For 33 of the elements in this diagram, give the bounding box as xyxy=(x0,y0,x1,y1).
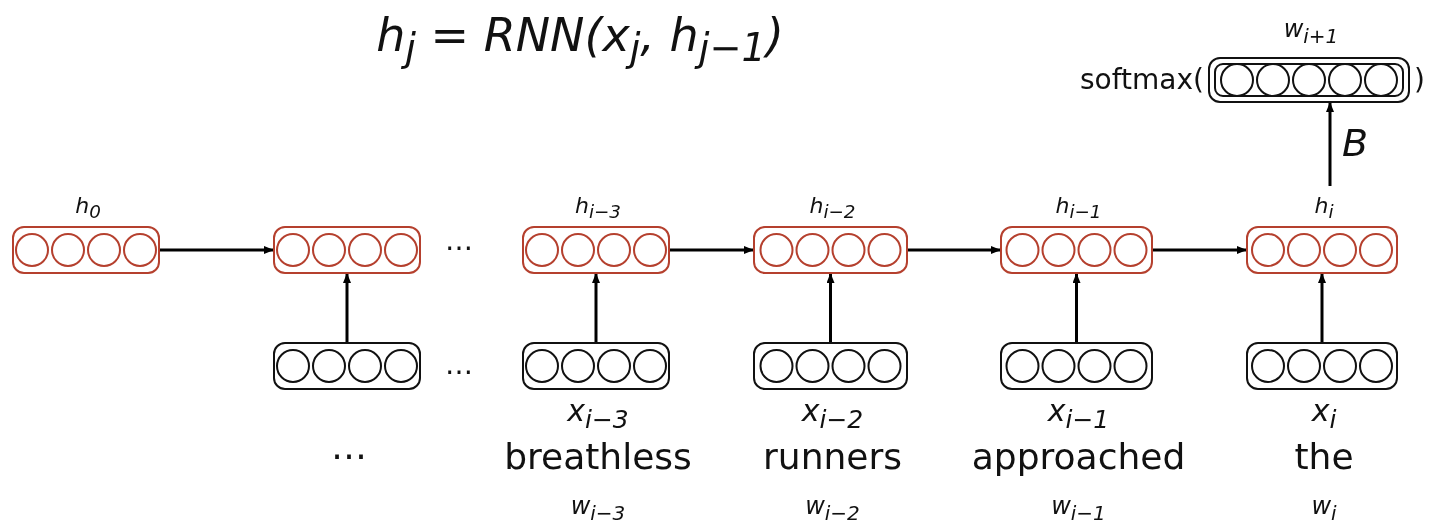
arrow xyxy=(1072,273,1081,342)
ellipsis-label: … xyxy=(445,224,473,258)
closing-parenthesis: ) xyxy=(1414,62,1425,98)
arrow xyxy=(670,246,754,254)
input-label: x$_{i}$ xyxy=(1310,394,1338,436)
hidden-state-label: h$_{i−1}$ xyxy=(1054,192,1103,225)
arrow xyxy=(1326,102,1334,186)
hidden-state-label: h$_{0}$ xyxy=(74,192,102,225)
word-label: … xyxy=(330,426,368,468)
hidden-state-label: h$_{i−3}$ xyxy=(573,192,623,225)
formula-title: h$_{j}$ = RNN(x$_{j}$, h$_{j−1}$) xyxy=(375,8,785,71)
hidden-state-label: h$_{i}$ xyxy=(1313,192,1335,225)
word-label: approached xyxy=(970,436,1187,478)
ellipsis-label: … xyxy=(445,348,473,382)
hidden-state-label: h$_{i−2}$ xyxy=(808,192,857,225)
word-label: breathless xyxy=(503,436,693,478)
arrow xyxy=(160,246,274,254)
arrow xyxy=(1153,246,1247,254)
arrow xyxy=(908,246,1001,254)
input-label: x$_{i−2}$ xyxy=(800,394,865,436)
arrow xyxy=(592,273,600,342)
output-label: w$_{i+1}$ xyxy=(1282,15,1340,50)
input-label: x$_{i−3}$ xyxy=(566,394,630,436)
softmax-function-label: softmax( xyxy=(1080,62,1204,98)
arrow xyxy=(343,273,351,342)
word-index-label: w$_{i−3}$ xyxy=(569,492,627,526)
word-index-label: w$_{i−2}$ xyxy=(804,492,861,526)
arrow xyxy=(826,273,835,342)
word-index-label: w$_{i}$ xyxy=(1310,492,1338,526)
arrow xyxy=(1318,273,1326,342)
hidden-state-vector xyxy=(273,226,421,274)
word-index-label: w$_{i−1}$ xyxy=(1050,492,1107,526)
input-label: x$_{i−1}$ xyxy=(1046,394,1111,436)
